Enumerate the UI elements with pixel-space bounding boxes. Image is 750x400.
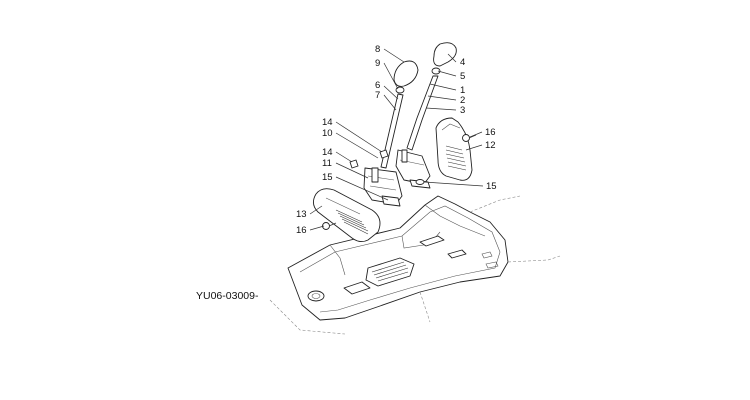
callout-4: 4 (460, 57, 465, 68)
bolt-right (462, 134, 477, 142)
callout-10: 10 (322, 128, 333, 139)
pedal-tread-ribs (335, 209, 369, 235)
bolt-left (322, 222, 337, 230)
right-lever-assembly (395, 75, 439, 189)
callout-14-lower: 14 (322, 147, 333, 158)
left-pedal (313, 188, 381, 243)
callout-15-left: 15 (322, 172, 333, 183)
leader-lines (309, 48, 484, 231)
callout-11: 11 (322, 158, 332, 169)
callout-2: 2 (460, 95, 465, 106)
callout-8: 8 (375, 44, 380, 55)
callout-7: 7 (375, 90, 380, 101)
cab-floor-panel (269, 195, 561, 335)
callout-12: 12 (485, 140, 496, 151)
callout-15-right: 15 (486, 181, 497, 192)
drawing-code: YU06-03009- (196, 290, 259, 302)
bushing-right (415, 179, 425, 185)
left-lever-knob (393, 60, 419, 94)
right-pedal (435, 117, 473, 181)
callout-16-right: 16 (485, 127, 496, 138)
callout-6: 6 (375, 80, 380, 91)
callout-labels: 8 9 6 7 4 5 1 2 3 16 12 14 10 14 11 15 1… (296, 44, 497, 236)
pedal-tread-ribs (445, 145, 467, 171)
callout-16-left: 16 (296, 225, 307, 236)
callout-9: 9 (375, 58, 380, 69)
callout-3: 3 (460, 105, 465, 116)
callout-5: 5 (460, 71, 465, 82)
left-lever-assembly (363, 93, 404, 207)
callout-14-upper: 14 (322, 117, 333, 128)
callout-13: 13 (296, 209, 307, 220)
callout-1: 1 (460, 85, 465, 96)
right-lever-knob (431, 42, 457, 75)
